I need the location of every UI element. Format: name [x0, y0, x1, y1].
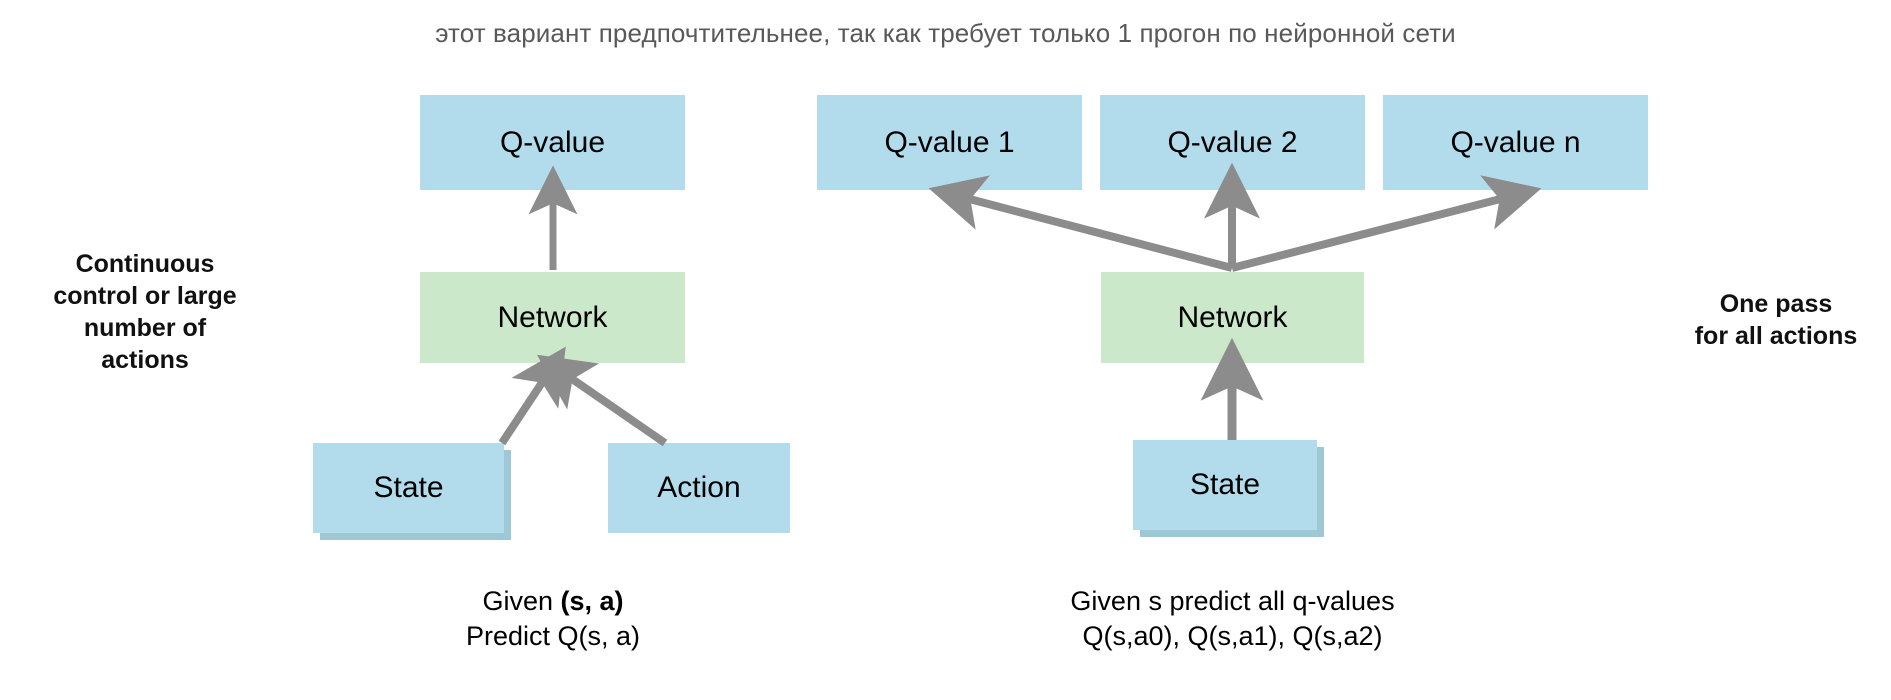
right-caption-line-2: Q(s,a0), Q(s,a1), Q(s,a2) [1082, 621, 1383, 652]
node-q-value-1-label: Q-value 1 [884, 125, 1015, 159]
node-network-left[interactable]: Network [420, 272, 685, 363]
node-q-value-2-label: Q-value 2 [1167, 125, 1298, 159]
right-caption-line-1: Given s predict all q-values [1070, 586, 1395, 616]
arrow-state-to-network [498, 346, 566, 446]
node-network-left-label: Network [497, 300, 608, 334]
left-caption: Given (s, a) Predict Q(s, a) [383, 584, 723, 654]
node-network-right[interactable]: Network [1101, 272, 1364, 363]
left-side-note-line-3: number of [83, 314, 207, 342]
node-q-value-n[interactable]: Q-value n [1383, 95, 1648, 190]
node-q-value-2[interactable]: Q-value 2 [1100, 95, 1365, 190]
left-caption-line-1-bold: (s, a) [560, 586, 624, 616]
right-side-note-line-2: for all actions [1694, 322, 1858, 350]
left-side-note-line-1: Continuous [75, 250, 215, 278]
node-q-value[interactable]: Q-value [420, 95, 685, 190]
node-state-right[interactable]: State [1133, 440, 1317, 530]
node-network-right-label: Network [1177, 300, 1288, 334]
arrow-network-to-qvalue-n [1231, 175, 1542, 272]
node-state-left-label: State [373, 471, 444, 504]
node-state-right-label: State [1189, 468, 1261, 501]
left-side-note: Continuous control or large number of ac… [20, 248, 270, 376]
right-caption: Given s predict all q-values Q(s,a0), Q(… [1000, 584, 1465, 654]
left-caption-line-1: Given (s, a) [383, 584, 723, 619]
arrow-action-to-network [536, 354, 668, 447]
node-action-left-label: Action [657, 471, 741, 504]
page-title: этот вариант предпочтительнее, так как т… [435, 18, 1456, 48]
node-q-value-n-label: Q-value n [1450, 125, 1581, 159]
right-side-note: One pass for all actions [1660, 288, 1891, 352]
left-side-note-line-2: control or large [53, 282, 237, 310]
left-caption-line-1-prefix: Given [482, 586, 561, 616]
right-side-note-line-1: One pass [1719, 290, 1833, 318]
node-state-left[interactable]: State [313, 443, 504, 533]
node-q-value-1[interactable]: Q-value 1 [817, 95, 1082, 190]
node-q-value-label: Q-value [499, 125, 606, 159]
left-caption-line-2: Predict Q(s, a) [465, 621, 641, 652]
arrow-network-to-qvalue-1 [928, 175, 1234, 272]
left-side-note-line-4: actions [101, 346, 189, 374]
node-action-left[interactable]: Action [608, 443, 790, 533]
